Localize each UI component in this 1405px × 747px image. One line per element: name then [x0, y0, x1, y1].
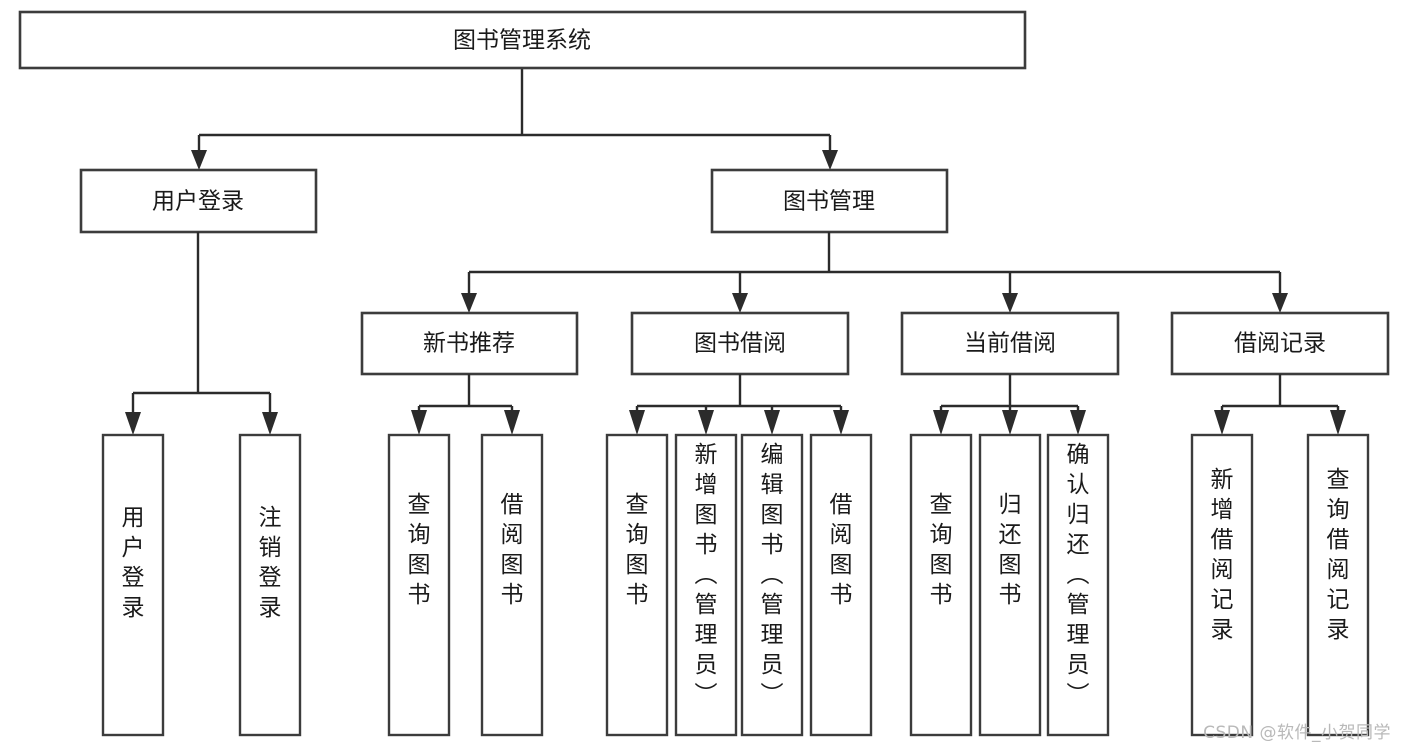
node-new-book-recommend-box [360, 311, 579, 376]
connector-root-to-level2 [191, 68, 838, 170]
leaf-user-login-2-label: 注销登录 [259, 505, 282, 621]
node-root[interactable]: 图书管理系统 [18, 10, 1027, 70]
leaf-book-borrow-2-label: 新增图书︵管理员︶ [695, 442, 718, 708]
leaf-user-login-1-label: 用户登录 [122, 505, 145, 621]
leaf-new-book-2[interactable]: 借阅图书 [480, 433, 544, 737]
node-book-manage[interactable]: 图书管理 [710, 168, 949, 234]
leaf-book-borrow-3-label: 编辑图书︵管理员︶ [761, 442, 784, 708]
node-current-borrow[interactable]: 当前借阅 [900, 311, 1120, 376]
leaf-book-borrow-3-box [740, 433, 804, 737]
arrow-current-borrow-leaf2-icon [1002, 410, 1018, 435]
node-user-login-label: 用户登录 [152, 189, 244, 215]
leaf-current-borrow-1[interactable]: 查询图书 [909, 433, 973, 737]
connector-new-book-to-leaves [411, 374, 520, 435]
leaf-book-borrow-4-box [809, 433, 873, 737]
connector-book-manage-to-level3 [461, 232, 1288, 313]
arrow-new-book-leaf2-icon [504, 410, 520, 435]
arrow-to-current-borrow-icon [1002, 293, 1018, 313]
leaf-book-borrow-4-label: 借阅图书 [830, 492, 853, 608]
node-user-login[interactable]: 用户登录 [79, 168, 318, 234]
leaf-current-borrow-2-label: 归还图书 [999, 492, 1022, 608]
leaf-user-login-2[interactable]: 注销登录 [238, 433, 302, 737]
leaf-user-login-1-box [101, 433, 165, 737]
node-borrow-record-label: 借阅记录 [1234, 331, 1326, 357]
leaf-new-book-2-box [480, 433, 544, 737]
arrow-current-borrow-leaf3-icon [1070, 410, 1086, 435]
node-new-book-recommend-label: 新书推荐 [423, 331, 515, 357]
leaf-borrow-record-2-box [1306, 433, 1370, 737]
arrow-book-borrow-leaf4-icon [833, 410, 849, 435]
leaf-borrow-record-1-box [1190, 433, 1254, 737]
arrow-book-borrow-leaf1-icon [629, 410, 645, 435]
leaf-current-borrow-3[interactable]: 确认归还︵管理员︶ [1046, 433, 1110, 737]
node-current-borrow-box [900, 311, 1120, 376]
connector-current-borrow-to-leaves [933, 374, 1086, 435]
leaf-book-borrow-3[interactable]: 编辑图书︵管理员︶ [740, 433, 804, 737]
leaf-current-borrow-1-label: 查询图书 [930, 492, 953, 608]
arrow-to-book-borrow-icon [732, 293, 748, 313]
leaf-book-borrow-4[interactable]: 借阅图书 [809, 433, 873, 737]
node-book-borrow-label: 图书借阅 [694, 331, 786, 357]
arrow-to-new-book-icon [461, 293, 477, 313]
arrow-user-login-leaf2-icon [262, 412, 278, 435]
arrow-new-book-leaf1-icon [411, 410, 427, 435]
node-book-borrow-box [630, 311, 850, 376]
arrow-to-book-manage-icon [822, 150, 838, 170]
arrow-borrow-record-leaf2-icon [1330, 410, 1346, 435]
leaf-borrow-record-2-label: 查询借阅记录 [1327, 467, 1350, 643]
leaf-book-borrow-1[interactable]: 查询图书 [605, 433, 669, 737]
leaf-new-book-1-label: 查询图书 [408, 492, 431, 608]
node-book-manage-label: 图书管理 [783, 189, 875, 215]
csdn-watermark: CSDN @软件_小贺同学 [1203, 723, 1391, 743]
node-book-manage-box [710, 168, 949, 234]
leaf-current-borrow-2[interactable]: 归还图书 [978, 433, 1042, 737]
leaf-user-login-2-box [238, 433, 302, 737]
node-new-book-recommend[interactable]: 新书推荐 [360, 311, 579, 376]
node-book-borrow[interactable]: 图书借阅 [630, 311, 850, 376]
arrow-to-borrow-record-icon [1272, 293, 1288, 313]
arrow-to-user-login-icon [191, 150, 207, 170]
arrow-book-borrow-leaf2-icon [698, 410, 714, 435]
node-root-box [18, 10, 1027, 70]
leaf-book-borrow-1-box [605, 433, 669, 737]
connector-borrow-record-to-leaves [1214, 374, 1346, 435]
leaf-new-book-1[interactable]: 查询图书 [387, 433, 451, 737]
leaf-new-book-1-box [387, 433, 451, 737]
leaf-new-book-2-label: 借阅图书 [501, 492, 524, 608]
leaf-book-borrow-1-label: 查询图书 [626, 492, 649, 608]
arrow-book-borrow-leaf3-icon [764, 410, 780, 435]
leaf-current-borrow-3-label: 确认归还︵管理员︶ [1067, 442, 1090, 708]
connector-book-borrow-to-leaves [629, 374, 849, 435]
leaf-current-borrow-1-box [909, 433, 973, 737]
leaf-book-borrow-2[interactable]: 新增图书︵管理员︶ [674, 433, 738, 737]
leaf-borrow-record-2[interactable]: 查询借阅记录 [1306, 433, 1370, 737]
leaf-current-borrow-3-box [1046, 433, 1110, 737]
connector-user-login-to-leaves [125, 232, 278, 435]
leaf-borrow-record-1-label: 新增借阅记录 [1211, 467, 1234, 643]
node-current-borrow-label: 当前借阅 [964, 331, 1056, 357]
arrow-borrow-record-leaf1-icon [1214, 410, 1230, 435]
arrow-current-borrow-leaf1-icon [933, 410, 949, 435]
arrow-user-login-leaf1-icon [125, 412, 141, 435]
leaf-book-borrow-2-box [674, 433, 738, 737]
leaf-borrow-record-1[interactable]: 新增借阅记录 [1190, 433, 1254, 737]
leaf-current-borrow-2-box [978, 433, 1042, 737]
node-root-label: 图书管理系统 [453, 28, 591, 54]
node-borrow-record-box [1170, 311, 1390, 376]
node-borrow-record[interactable]: 借阅记录 [1170, 311, 1390, 376]
leaf-user-login-1[interactable]: 用户登录 [101, 433, 165, 737]
